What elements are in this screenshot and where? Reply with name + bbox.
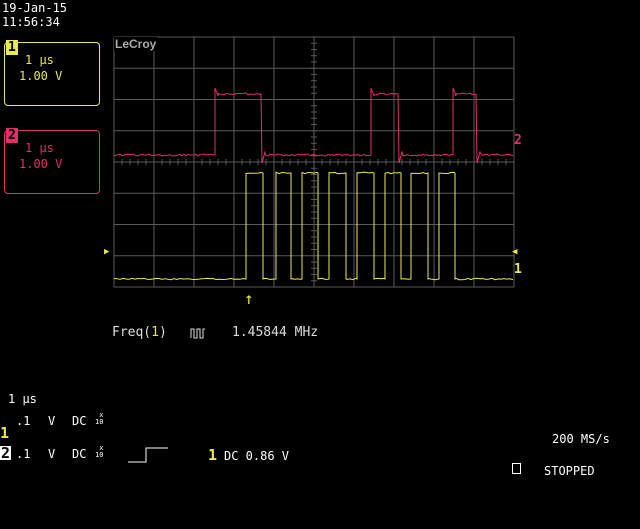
rising-edge-icon — [128, 446, 168, 464]
pulse-train-icon — [190, 326, 206, 340]
channel-1-volts: 1.00 V — [19, 69, 62, 83]
channel-2-vdiv: .1 — [16, 447, 30, 461]
measurement-value: 1.45844 MHz — [232, 326, 318, 340]
channel-2-settings-row[interactable]: 2 .1 V DC x 10 — [0, 445, 14, 529]
trigger-level-left-arrow-icon: ▶ — [104, 247, 109, 257]
channel-1-vdiv: .1 — [16, 414, 30, 428]
stop-icon — [512, 463, 521, 474]
waveform-grid[interactable] — [113, 36, 515, 288]
channel-2-trace-box[interactable]: 2 1 µs 1.00 V — [4, 130, 100, 194]
channel-1-settings-number: 1 — [0, 426, 9, 440]
channel-2-unit: V — [48, 447, 55, 461]
channel-2-probe-attenuation: x 10 — [95, 445, 103, 459]
channel-1-timebase: 1 µs — [25, 53, 54, 67]
channel-2-timebase: 1 µs — [25, 141, 54, 155]
measurement-label[interactable]: Freq(1) — [112, 326, 167, 340]
date-readout: 19-Jan-15 — [2, 1, 67, 15]
measurement-close: ) — [159, 325, 167, 340]
acquisition-status[interactable]: STOPPED — [544, 464, 595, 478]
sample-rate: 200 MS/s — [552, 432, 610, 446]
lecroy-logo: LeCroy — [114, 37, 157, 51]
trigger-level[interactable]: DC 0.86 V — [224, 449, 289, 463]
measurement-name: Freq( — [112, 325, 151, 340]
channel-2-offset-marker[interactable]: 2 — [514, 133, 522, 148]
measurement-channel: 1 — [151, 325, 159, 340]
time-readout: 11:56:34 — [2, 15, 60, 29]
channel-1-number: 1 — [6, 40, 18, 55]
channel-1-unit: V — [48, 414, 55, 428]
channel-2-settings-number: 2 — [0, 446, 11, 460]
trigger-level-right-arrow-icon: ◀ — [512, 247, 517, 257]
grid-lines — [114, 37, 514, 287]
channel-2-coupling: DC — [72, 447, 86, 461]
channel-2-volts: 1.00 V — [19, 157, 62, 171]
trigger-channel: 1 — [208, 446, 217, 464]
channel-1-offset-marker[interactable]: 1 — [514, 262, 522, 277]
trigger-position-arrow-icon[interactable]: ↑ — [244, 289, 254, 308]
channel-2-number: 2 — [6, 128, 18, 143]
channel-1-trace-box[interactable]: 1 1 µs 1.00 V — [4, 42, 100, 106]
channel-1-probe-attenuation: x 10 — [95, 412, 103, 426]
channel-1-coupling: DC — [72, 414, 86, 428]
timebase-setting[interactable]: 1 µs — [8, 392, 37, 406]
